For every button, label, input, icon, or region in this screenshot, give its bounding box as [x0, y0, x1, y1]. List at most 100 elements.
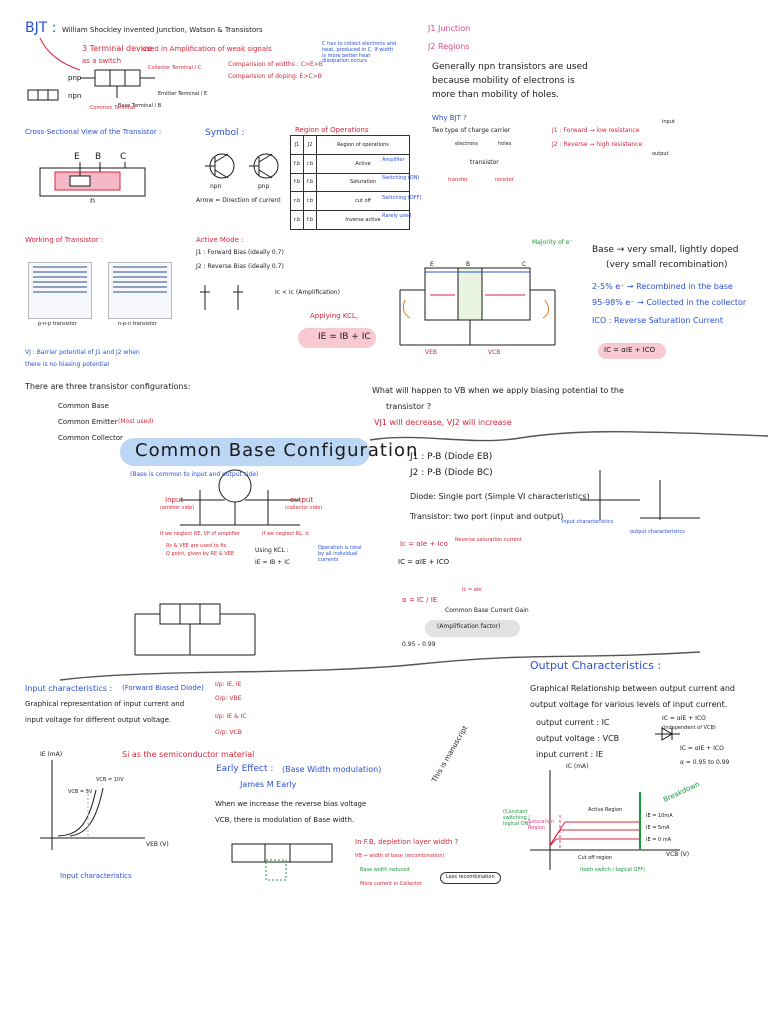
cb-j1: J1 : P-B (Diode EB) — [410, 452, 493, 462]
because-mobility: because mobility of electrons is — [432, 76, 575, 86]
config-ce-note: (Most used) — [118, 418, 154, 425]
table-cell: f.b — [290, 153, 304, 174]
cb-ico-note: Reverse saturation current — [455, 537, 522, 543]
npn-working-panel — [108, 262, 172, 319]
carrier-diagram — [399, 267, 556, 346]
output-word: output — [652, 151, 669, 157]
cb-ie-note: Ic = αIe — [462, 587, 482, 593]
cb-note-right: If we neglect RL, Ic — [262, 531, 310, 537]
early-d2: VCB, there is modulation of Base width. — [215, 816, 355, 824]
cb-input-sub: (emitter side) — [160, 505, 195, 511]
input-char-axes — [40, 760, 145, 850]
ie-axis-label: IE (mA) — [40, 751, 63, 758]
pnp-working-panel — [28, 262, 92, 319]
input-char-mini: input characteristics — [562, 519, 614, 525]
curve-ie-5: IE = 5mA — [646, 825, 670, 831]
npn-label: npn — [68, 92, 82, 100]
electrons-label: electrons — [455, 141, 479, 147]
bjt-inventors: William Shockley invented Junction, Wats… — [62, 26, 263, 34]
configs-intro: There are three transistor configuration… — [25, 382, 191, 391]
input-char-caption: Input characteristics — [60, 872, 132, 880]
carrier-b: B — [466, 261, 471, 268]
symbol-title: Symbol : — [205, 128, 245, 138]
cb-note-left-3: Q point, given by RE & VEE — [166, 551, 234, 557]
out-eq4: α = 0.95 to 0.99 — [680, 759, 730, 766]
cb-gain: Common Base Current Gain — [445, 607, 529, 614]
cutoff-note: (both switch / logical OFF) — [580, 867, 646, 873]
forward-low-r: J1 : Forward → low resistance — [552, 127, 640, 134]
input-char-d1: Graphical representation of input curren… — [25, 700, 185, 708]
generally-npn: Generally npn transistors are used — [432, 62, 588, 72]
sat-region-label: (Constant switching / logical ON) — [503, 809, 531, 827]
carrier-c: C — [522, 261, 527, 268]
region-label-on: Switching (ON) — [382, 175, 420, 181]
table-cell: Inverse active — [316, 210, 410, 230]
holes-label: holes — [498, 141, 512, 147]
cb-input: Input — [165, 496, 184, 504]
early-by: James M Early — [240, 780, 297, 789]
majority-carriers: Majority of e⁻ — [532, 239, 573, 246]
collector-note: Collector Terminal / C — [148, 65, 202, 71]
table-cell: r.b — [290, 210, 304, 230]
input-char-op2: O/p: VCB — [215, 729, 242, 736]
transistor-word: transistor — [470, 159, 499, 166]
as-switch: as a switch — [82, 57, 122, 65]
cb-ic-eq2: IC = αIE + ICO — [398, 558, 450, 566]
output-char-title: Output Characteristics : — [530, 659, 662, 672]
region-label-amplifier: Amplifier — [382, 157, 405, 163]
input-char-op: O/p: VBE — [215, 695, 242, 702]
regions-title: Region of Operations — [295, 126, 369, 134]
input-char-title-note: (Forward Biased Diode) — [122, 684, 204, 692]
curve-ie-0: IE = 0 mA — [646, 837, 672, 843]
j1-label: J1 Junction — [428, 24, 471, 33]
base-note: Base Terminal / B — [118, 103, 162, 109]
table-cell: f.b — [303, 210, 317, 230]
cb-note-left-2: Rs & VEE are used to fix — [166, 543, 227, 549]
table-cell: f.b — [303, 172, 317, 193]
cross-n: n — [90, 196, 96, 205]
cross-b: B — [95, 152, 102, 162]
carrier-veb: VEB — [425, 349, 438, 356]
early-bubble: Less recombination — [440, 872, 501, 884]
answer-line: VJ1 will decrease, VJ2 will increase — [374, 418, 512, 427]
kcl-pill — [298, 328, 376, 348]
active-j2: J2 : Reverse Bias (ideally 0.7) — [196, 263, 284, 270]
input-char-ip2: I/p: IE & IC — [215, 713, 247, 720]
wavy-divider — [369, 431, 768, 442]
using-kcl: Using KCL : — [255, 547, 289, 554]
terminal-device: 3 Terminal device — [82, 44, 153, 53]
early-d1: When we increase the reverse bias voltag… — [215, 800, 367, 808]
early-why: In F.B, depletion layer width ? — [355, 838, 459, 846]
early-note-1: VB → width of base (recombination) — [355, 853, 445, 859]
npn-caption: n-p-n transistor — [118, 321, 157, 327]
base-note-1: Base → very small, lightly doped — [592, 245, 739, 255]
common-base-title: Common Base Configuration — [135, 440, 419, 461]
saturation-label: Saturation Region — [528, 819, 555, 831]
out-eq1: IC = αIE + ICO — [662, 715, 706, 722]
output-voltage: output voltage : VCB — [536, 734, 620, 743]
regions-header-op: Region of operations — [316, 135, 410, 155]
ic-equation: IC = αIE + ICO — [604, 346, 656, 354]
early-note-2: Base width reduced — [360, 867, 410, 873]
kcl-note: Operation is total by all individual cur… — [318, 545, 362, 563]
cb-ic-eq1: Ic = αIe + Ico — [400, 540, 448, 548]
transistor-symbols — [205, 153, 279, 179]
symbol-pnp: pnp — [258, 183, 270, 190]
output-char-d2: output voltage for various levels of inp… — [530, 700, 728, 709]
input-char-ip: I/p: IE, IE — [215, 681, 242, 688]
base-note-2: (very small recombination) — [606, 260, 728, 270]
percent-5: 2-5% e⁻ → Recombined in the base — [592, 282, 733, 291]
early-note-3: More current in Collector — [360, 881, 422, 887]
table-cell: r.b — [290, 191, 304, 212]
why-bjt: Why BJT ? — [432, 114, 467, 122]
out-eq3: IC = αIE + ICO — [680, 745, 724, 752]
table-cell: Saturation — [316, 172, 410, 193]
common-note: Common Terminal — [90, 105, 136, 111]
cb-alpha-eq: α = IC / IE — [402, 596, 438, 604]
emitter-note: Emitter Terminal / E — [158, 91, 208, 97]
region-label-rare: Rarely used — [382, 213, 412, 219]
symbol-npn: npn — [210, 183, 222, 190]
region-label-off: Switching (OFF) — [382, 195, 422, 201]
input-char-title: Input characteristics : — [25, 684, 113, 693]
